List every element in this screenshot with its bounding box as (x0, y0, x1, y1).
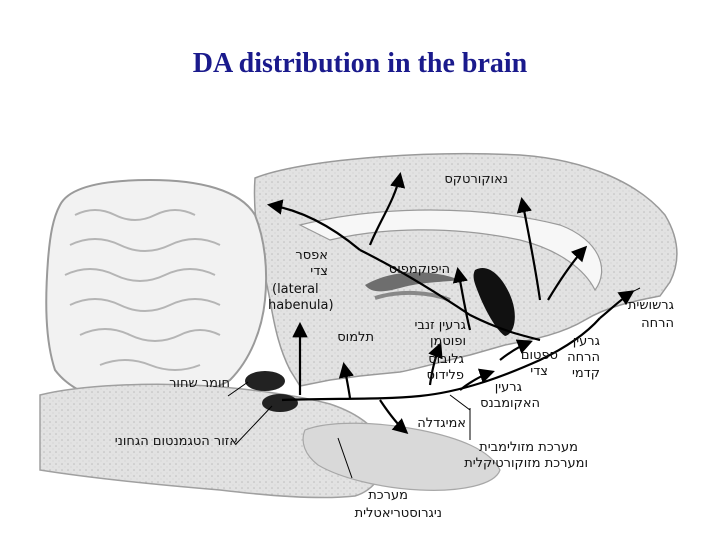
page-title: DA distribution in the brain (192, 48, 528, 79)
label-anterior-olfactory-1: גרעין (572, 334, 600, 349)
striatum-shape (473, 268, 515, 336)
label-lateral-habenula-he-1: אפסר (295, 248, 328, 263)
label-accumbens-1: גרעין (494, 380, 522, 395)
label-anterior-olfactory-3: קדמי (571, 366, 600, 381)
cerebellum (45, 178, 268, 407)
label-globus-pallidus-2: פלידוס (426, 368, 465, 383)
label-caudate-1: גרעין זנבי (414, 318, 466, 333)
label-olfactory-bulb-2: הרחה (641, 316, 674, 331)
label-lateral-habenula-he-2: צדי (310, 264, 328, 279)
hippocampus-shape (365, 272, 460, 292)
pathway-neocortex-left (266, 199, 361, 251)
corpus-callosum (298, 209, 603, 292)
label-nigrostriatal-2: ניגרוסטריאטלית (354, 506, 442, 521)
label-olfactory-bulb-1: גרשושית (627, 298, 674, 313)
pathway-septum (499, 339, 533, 361)
substantia-nigra-nucleus (245, 371, 285, 391)
label-accumbens-2: האקומבנס (480, 396, 540, 411)
pathway-thalamus (338, 361, 354, 399)
label-mesolimbic-2: ומערכת מזוקורטיקלית (464, 456, 588, 471)
pathway-trunk (281, 317, 601, 402)
label-globus-pallidus-1: גלובוס (428, 352, 464, 367)
pathway-frontal (547, 245, 588, 301)
label-mesolimbic-1: מערכת מזולימבית (479, 440, 578, 455)
label-lateral-habenula-en-2: habenula) (268, 298, 334, 313)
pathway-caudate (428, 342, 443, 386)
label-ventral-tegmental: אזור הטגמנטום הגחוני (114, 434, 238, 449)
pathway-neocortex-up (368, 171, 406, 246)
label-nigrostriatal-1: מערכת (368, 488, 408, 503)
label-anterior-olfactory-2: הרחה (567, 350, 600, 365)
cerebellum-folia (64, 209, 221, 371)
label-amygdala: אמיגדלה (417, 416, 466, 431)
label-lateral-habenula-en-1: (lateral (272, 282, 319, 297)
pathway-accumbens (459, 368, 495, 391)
label-hippocampus: היפוקמפוס (388, 262, 450, 277)
label-septum-1: ספטום (520, 348, 558, 363)
label-thalamus: תלמוס (337, 330, 374, 345)
pathway-olfactory (599, 290, 635, 319)
vta-nucleus (262, 394, 298, 412)
label-neocortex: נאוקורטקס (444, 172, 508, 187)
label-caudate-2: ופוטמן (429, 334, 466, 349)
pathway-hippocampus (452, 266, 472, 331)
pathway-neocortex-right (516, 196, 542, 301)
pathway-amygdala (379, 399, 409, 435)
label-substantia-nigra: חומר שחור (169, 376, 230, 391)
label-septum-2: צדי (530, 364, 548, 379)
